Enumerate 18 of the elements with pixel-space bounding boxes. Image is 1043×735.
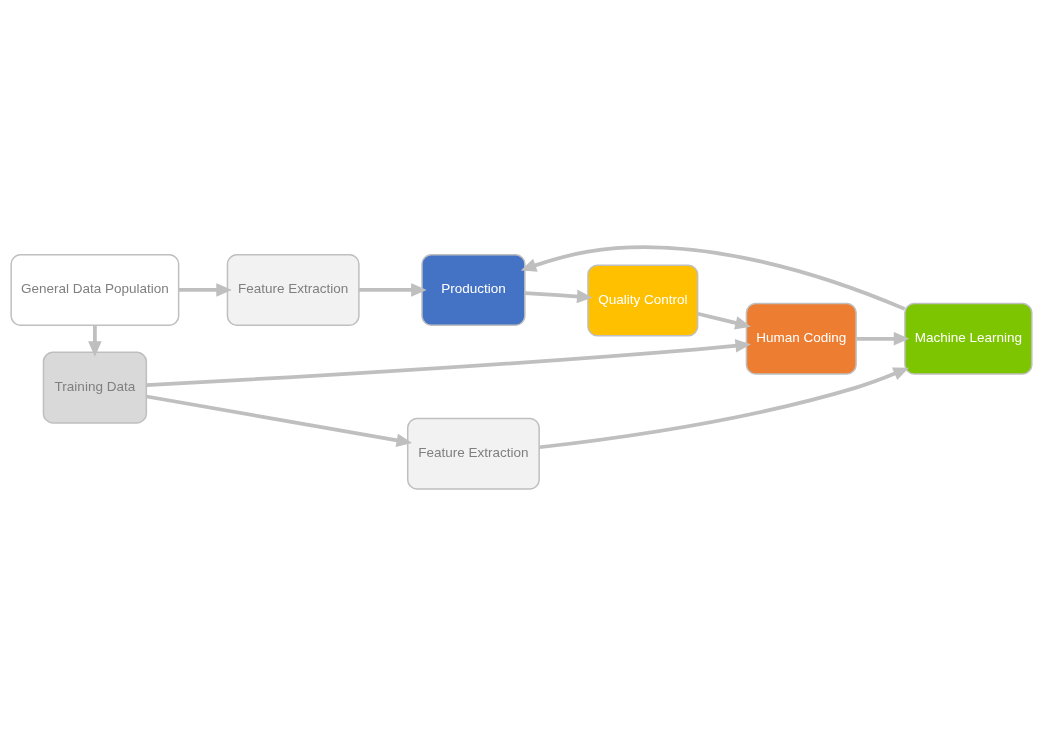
arrow: [358, 282, 427, 297]
node-box: Production: [421, 253, 526, 326]
arrow: [697, 311, 751, 330]
arrow: [178, 282, 232, 297]
node-box: General Data Population: [10, 253, 180, 326]
node-box: Human Coding: [745, 302, 857, 375]
arrow: [88, 324, 102, 357]
node-box: Feature Extraction: [406, 417, 540, 490]
node-box: Quality Control: [587, 263, 699, 337]
arrow: [146, 338, 751, 387]
arrow: [856, 331, 910, 346]
arrow: [520, 244, 906, 311]
node-box: Machine Learning: [904, 302, 1033, 375]
node-box: Training Data: [42, 351, 148, 424]
arrow: [539, 366, 909, 449]
arrow: [524, 289, 593, 303]
arrow: [146, 394, 413, 447]
node-box: Feature Extraction: [226, 253, 360, 326]
